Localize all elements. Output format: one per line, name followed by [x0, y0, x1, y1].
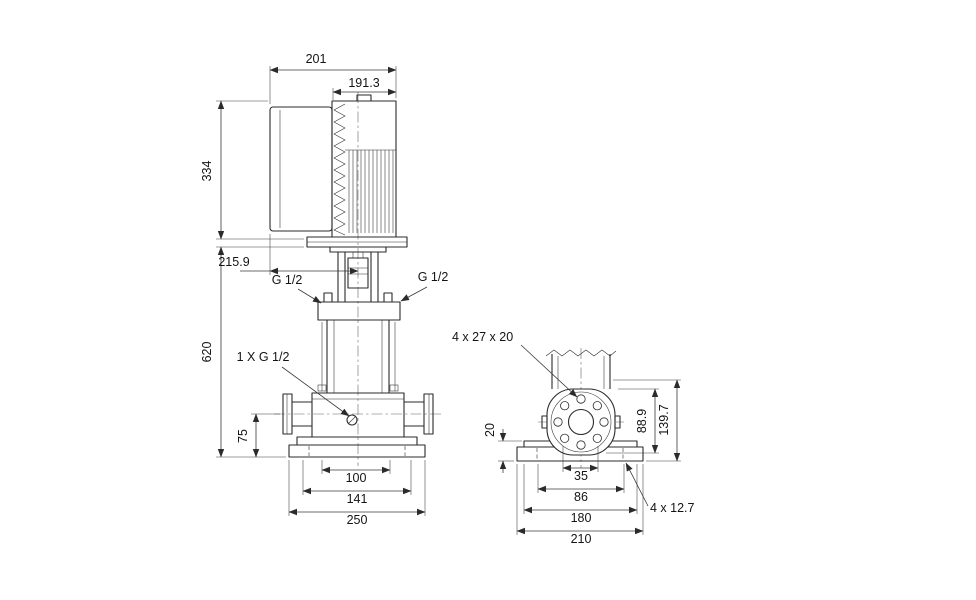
- port-flange-right: [423, 393, 434, 435]
- dim-35-label: 35: [574, 469, 588, 483]
- dim-86-label: 86: [574, 490, 588, 504]
- dim-620-label: 620: [200, 342, 214, 363]
- break-line: [545, 349, 617, 357]
- head-stud-left: [323, 292, 333, 303]
- bolt-hole-8: [592, 433, 602, 443]
- dim-141: 141: [302, 460, 412, 506]
- drain-label-text: 1 X G 1/2: [237, 350, 290, 364]
- base-holes-label: 4 x 12.7: [650, 501, 695, 515]
- flange-bore: [567, 408, 595, 436]
- base-foot-plate: [288, 444, 426, 458]
- dim-191-3-label: 191.3: [348, 76, 379, 90]
- front-dimensions: 201 191.3 334 620: [200, 52, 448, 527]
- dim-180: 180: [523, 464, 638, 525]
- bolt-hole-4: [560, 401, 570, 411]
- drain-label: 1 X G 1/2: [237, 350, 350, 417]
- head-stud-right: [383, 292, 393, 303]
- dim-201: 201: [269, 52, 397, 104]
- bolt-hole-2: [592, 401, 602, 411]
- dim-191-3: 191.3: [332, 76, 397, 100]
- dim-75-label: 75: [236, 429, 250, 443]
- dim-20: 20: [483, 423, 522, 473]
- bolt-hole-3: [576, 394, 586, 404]
- coupling-guard-left: [337, 251, 346, 303]
- dim-20-label: 20: [483, 423, 497, 437]
- coupling-guard-right: [370, 251, 379, 303]
- bolt-hole-7: [576, 440, 586, 450]
- dim-334-label: 334: [200, 161, 214, 182]
- pump-base: [288, 436, 426, 458]
- port-label-left-text: G 1/2: [272, 273, 303, 287]
- dim-141-label: 141: [347, 492, 368, 506]
- dim-210-label: 210: [571, 532, 592, 546]
- flange-raised-face: [550, 391, 612, 453]
- dim-75: 75: [236, 413, 280, 458]
- dim-35: 35: [562, 446, 599, 483]
- port-flange-left: [282, 393, 293, 435]
- flange-tab-right: [614, 415, 621, 429]
- staybolt-nut-left: [317, 384, 327, 392]
- end-column: [545, 349, 617, 389]
- oval-flange: [541, 388, 621, 456]
- bolt-hole-5: [553, 417, 563, 427]
- end-view: 4 x 27 x 20 20 88.9 139: [452, 330, 695, 546]
- front-view: 201 191.3 334 620: [200, 52, 448, 527]
- dim-100: 100: [321, 460, 391, 485]
- end-dimensions: 4 x 27 x 20 20 88.9 139: [452, 330, 695, 546]
- pump-head: [317, 292, 401, 321]
- dim-215-9: 215.9: [218, 234, 359, 275]
- dim-88-9: 88.9: [606, 388, 659, 454]
- motor-top-cap: [356, 94, 372, 102]
- base-upper-plate: [296, 436, 418, 446]
- staybolt-nut-right: [389, 384, 399, 392]
- flange-holes-callout: 4 x 27 x 20: [452, 330, 578, 398]
- terminal-box: [269, 106, 333, 232]
- dim-139-7-label: 139.7: [657, 404, 671, 435]
- drain-plug-slot: [348, 416, 356, 424]
- pump-head-block: [317, 301, 401, 321]
- bolt-hole-6: [560, 433, 570, 443]
- motor-fins: [348, 150, 394, 233]
- dim-215-9-label: 215.9: [218, 255, 249, 269]
- base-holes-callout: 4 x 12.7: [625, 462, 695, 515]
- dim-250-label: 250: [347, 513, 368, 527]
- bolt-hole-1: [599, 417, 609, 427]
- port-label-right-text: G 1/2: [418, 270, 449, 284]
- drain-plug: [346, 414, 358, 426]
- cooling-fins-zigzag: [333, 103, 346, 236]
- dim-620: 620: [200, 246, 304, 458]
- dim-86: 86: [537, 464, 625, 504]
- dim-250: 250: [288, 460, 426, 527]
- motor-body: [331, 100, 397, 238]
- dim-334: 334: [200, 100, 304, 240]
- dim-180-label: 180: [571, 511, 592, 525]
- dim-139-7: 139.7: [613, 379, 681, 462]
- flange-tab-left: [541, 415, 548, 429]
- dim-88-9-label: 88.9: [635, 409, 649, 433]
- dim-210: 210: [516, 464, 644, 546]
- dim-201-label: 201: [306, 52, 327, 66]
- dim-100-label: 100: [346, 471, 367, 485]
- motor-assembly: [269, 94, 408, 253]
- port-label-right: G 1/2: [400, 270, 449, 302]
- port-label-left: G 1/2: [272, 273, 322, 304]
- flange-holes-label: 4 x 27 x 20: [452, 330, 513, 344]
